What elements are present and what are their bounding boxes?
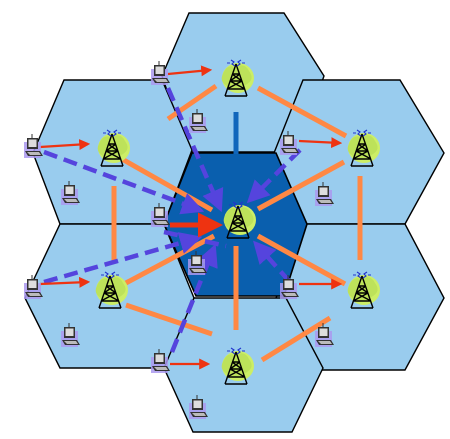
interference-link: [163, 229, 227, 249]
access-link: [298, 137, 343, 149]
backhaul-link: [166, 83, 218, 122]
interference-link: [252, 240, 292, 284]
access-link: [39, 276, 91, 288]
interference-link: [43, 232, 203, 285]
backhaul-link: [256, 159, 346, 212]
access-links: [39, 65, 343, 370]
backhaul-link: [125, 302, 213, 337]
backhaul-link: [256, 85, 348, 139]
interference-link: [169, 243, 218, 353]
access-link: [39, 139, 91, 151]
interference-link: [246, 148, 302, 204]
interference-link: [165, 87, 224, 213]
backhaul-link: [260, 315, 332, 363]
interference-links: [43, 87, 302, 353]
access-link: [167, 65, 213, 77]
interference-link: [43, 149, 205, 215]
